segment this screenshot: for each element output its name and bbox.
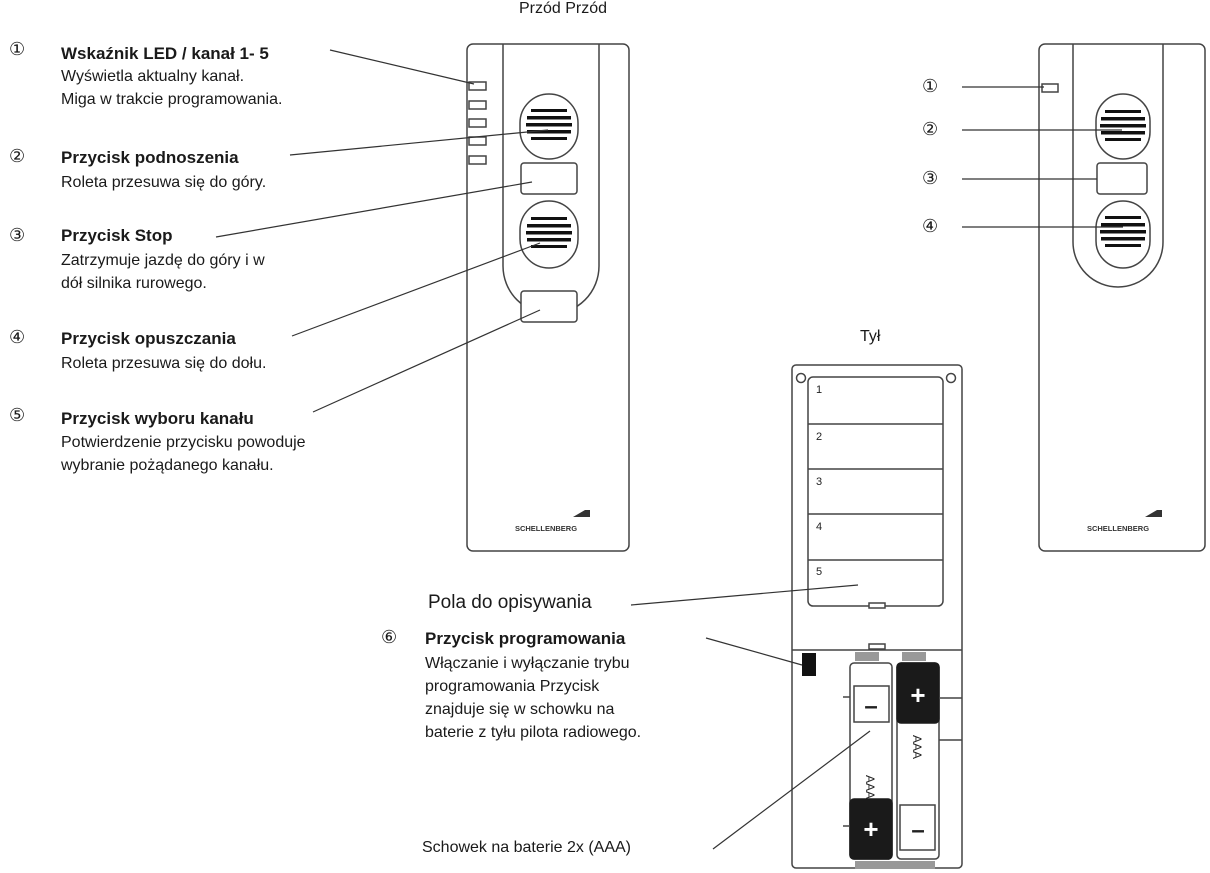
legend-title: Przycisk Stop bbox=[61, 226, 173, 245]
front-remote-right bbox=[1038, 43, 1206, 552]
prog-title: Przycisk programowania bbox=[425, 629, 626, 648]
legend-number: ⑤ bbox=[9, 405, 26, 425]
battery-caption: Schowek na baterie 2x (AAA) bbox=[422, 839, 631, 856]
screw-hole bbox=[795, 372, 807, 384]
brand-name: SCHELLENBERG bbox=[515, 524, 577, 533]
marker-2: ② bbox=[922, 119, 939, 139]
label-fields-caption: Pola do opisywania bbox=[428, 592, 592, 613]
legend-desc-line: dół silnika rurowego. bbox=[61, 275, 207, 292]
legend-title: Przycisk opuszczania bbox=[61, 329, 236, 348]
front-remote bbox=[466, 43, 630, 552]
legend-number: ② bbox=[9, 146, 26, 166]
plus-sign: + bbox=[863, 814, 878, 844]
legend-desc-line: Miga w trakcie programowania. bbox=[61, 91, 283, 108]
legend-number: ① bbox=[9, 39, 26, 59]
legend-desc-line: Potwierdzenie przycisku powoduje bbox=[61, 434, 306, 451]
back-remote bbox=[791, 364, 963, 869]
stop-button bbox=[520, 162, 578, 195]
legend-desc-line: wybranie pożądanego kanału. bbox=[61, 457, 274, 474]
leader-lines bbox=[215, 49, 1123, 850]
front-heading: Przód Przód bbox=[519, 0, 608, 17]
prog-desc-line: Włączanie i wyłączanie trybu bbox=[425, 655, 630, 672]
legend-title: Przycisk wyboru kanału bbox=[61, 409, 254, 428]
prog-desc-line: znajduje się w schowku na bbox=[425, 701, 615, 718]
prog-desc-line: programowania Przycisk bbox=[425, 678, 600, 695]
minus-sign: – bbox=[864, 693, 877, 720]
legend-title: Przycisk podnoszenia bbox=[61, 148, 239, 167]
legend-desc-line: Roleta przesuwa się do dołu. bbox=[61, 355, 267, 372]
led-indicator bbox=[1041, 83, 1059, 93]
marker-1: ① bbox=[922, 76, 939, 96]
label-field-number: 3 bbox=[816, 476, 822, 488]
led-indicator bbox=[468, 118, 487, 128]
label-field-number: 1 bbox=[816, 384, 822, 396]
program-button bbox=[802, 653, 816, 676]
battery-label: AAA bbox=[910, 735, 924, 759]
legend-desc-line: Roleta przesuwa się do góry. bbox=[61, 174, 267, 191]
brand-name: SCHELLENBERG bbox=[1087, 524, 1149, 533]
stop-button bbox=[1096, 162, 1148, 195]
label-field-number: 5 bbox=[816, 566, 822, 578]
prog-desc-line: baterie z tyłu pilota radiowego. bbox=[425, 724, 642, 741]
label-field-number: 2 bbox=[816, 431, 822, 443]
legend-desc-line: Zatrzymuje jazdę do góry i w bbox=[61, 252, 265, 269]
screw-hole bbox=[945, 372, 957, 384]
back-heading: Tył bbox=[860, 328, 881, 345]
marker-3: ③ bbox=[922, 168, 939, 188]
battery-label: AAA bbox=[863, 775, 877, 799]
legend-desc-line: Wyświetla aktualny kanał. bbox=[61, 68, 245, 85]
legend-number: ③ bbox=[9, 225, 26, 245]
marker-4: ④ bbox=[922, 216, 939, 236]
prog-number: ⑥ bbox=[381, 627, 398, 647]
label-fields-panel bbox=[807, 376, 944, 607]
led-indicator bbox=[468, 136, 487, 146]
label-field-number: 4 bbox=[816, 521, 822, 533]
led-indicator bbox=[468, 100, 487, 110]
plus-sign: + bbox=[910, 680, 925, 710]
battery-glyphs: + – + – AAA AAA bbox=[863, 680, 926, 844]
legend-title: Wskaźnik LED / kanał 1- 5 bbox=[61, 44, 269, 63]
led-indicator bbox=[468, 155, 487, 165]
down-button bbox=[1095, 200, 1151, 269]
led-indicator bbox=[468, 81, 487, 91]
label-field-numbers: 1 2 3 4 5 bbox=[816, 384, 822, 578]
legend-number: ④ bbox=[9, 327, 26, 347]
brand-logo-icon bbox=[573, 510, 1162, 517]
minus-sign: – bbox=[911, 817, 924, 844]
channel-button bbox=[520, 290, 578, 323]
